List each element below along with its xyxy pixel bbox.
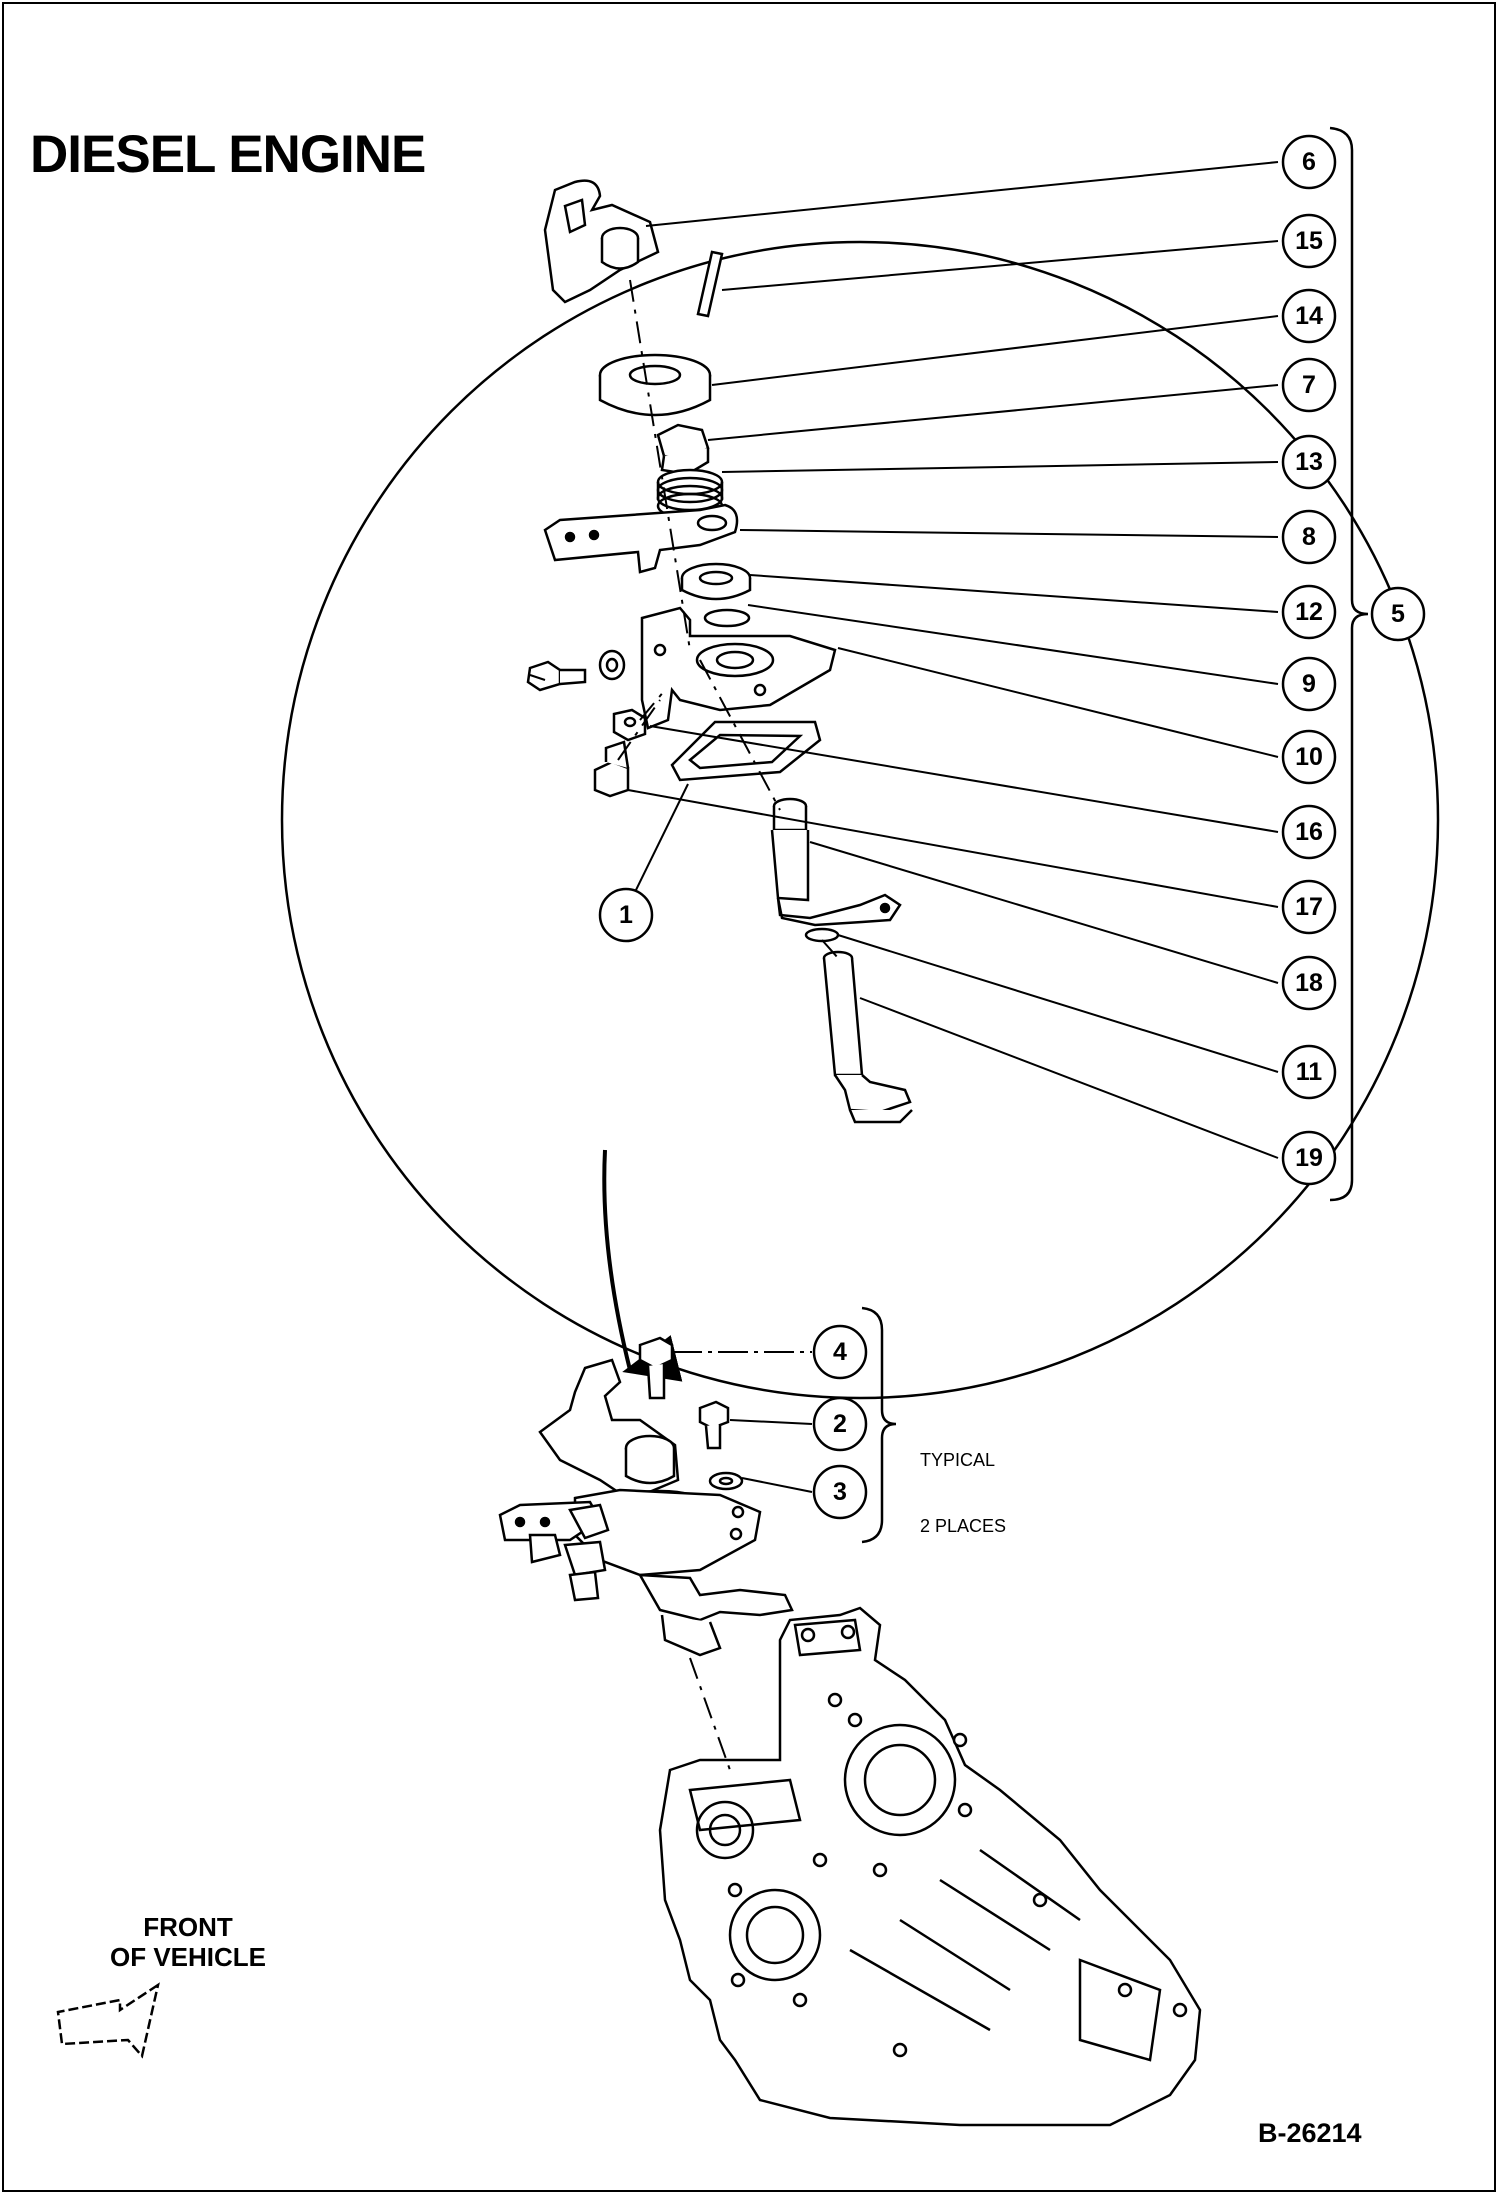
mounted-governor-assembly — [498, 1336, 794, 1657]
part-shaft-lower — [822, 950, 913, 1124]
callout-6: 6 — [1302, 148, 1316, 176]
callout-4: 4 — [833, 1338, 847, 1366]
callout-12: 12 — [1295, 598, 1323, 626]
part-housing — [640, 606, 837, 730]
callout-19: 19 — [1295, 1144, 1323, 1172]
part-bolt-lower — [593, 740, 630, 798]
callout-numbers: 6 15 14 7 13 8 12 9 10 16 17 18 11 19 5 … — [619, 148, 1405, 1506]
detail-view-circle — [280, 240, 1440, 1400]
callout-11: 11 — [1296, 1058, 1323, 1086]
typical-note-line2: 2 PLACES — [920, 1516, 1007, 1536]
engine-gear-case — [658, 1606, 1202, 2127]
part-nut-lower — [612, 708, 647, 742]
part-housing-bolt — [526, 649, 626, 692]
mount-centerline — [689, 1657, 731, 1771]
part-o-ring-lower — [804, 927, 840, 943]
callout-circles — [598, 134, 1426, 1520]
callout-1: 1 — [619, 901, 633, 929]
front-label-line1: FRONT — [143, 1912, 233, 1942]
front-label-line2: OF VEHICLE — [110, 1942, 267, 1972]
part-pin — [696, 250, 724, 318]
part-arm — [543, 503, 739, 574]
part-washer — [680, 562, 752, 601]
page-title: DIESEL ENGINE — [30, 125, 426, 184]
assembly-brace — [1329, 126, 1369, 1202]
callout-18: 18 — [1295, 969, 1323, 997]
part-nut — [656, 423, 710, 476]
part-shaft-upper — [770, 797, 902, 927]
callout-assembly-5: 5 — [1391, 600, 1405, 628]
callout-2: 2 — [833, 1410, 847, 1438]
mount-leader-lines — [672, 1351, 813, 1493]
part-collar — [598, 353, 712, 417]
front-of-vehicle-label: FRONT OF VEHICLE — [110, 1912, 266, 1972]
callout-14: 14 — [1295, 302, 1323, 330]
typical-note-line1: TYPICAL — [920, 1450, 996, 1470]
leader-lines — [627, 161, 1279, 1159]
part-o-ring-small — [703, 608, 751, 628]
callout-3: 3 — [833, 1478, 847, 1506]
figure-number: B-26214 — [1258, 2118, 1362, 2148]
callout-13: 13 — [1295, 448, 1323, 476]
callout-17: 17 — [1295, 893, 1323, 921]
part-governor-lever — [543, 179, 660, 304]
callout-7: 7 — [1302, 371, 1316, 399]
callout-9: 9 — [1302, 670, 1316, 698]
callout-8: 8 — [1302, 523, 1316, 551]
typical-note: TYPICAL 2 PLACES — [920, 1405, 1006, 1581]
callout-10: 10 — [1295, 743, 1323, 771]
front-direction-arrow-icon — [56, 1982, 160, 2059]
callout-15: 15 — [1295, 227, 1323, 255]
callout-16: 16 — [1295, 818, 1323, 846]
typical-brace — [861, 1306, 897, 1544]
detail-pointer-arrow — [602, 1149, 683, 1382]
detail-centerlines — [529, 279, 839, 959]
detail-parts — [526, 179, 913, 1124]
